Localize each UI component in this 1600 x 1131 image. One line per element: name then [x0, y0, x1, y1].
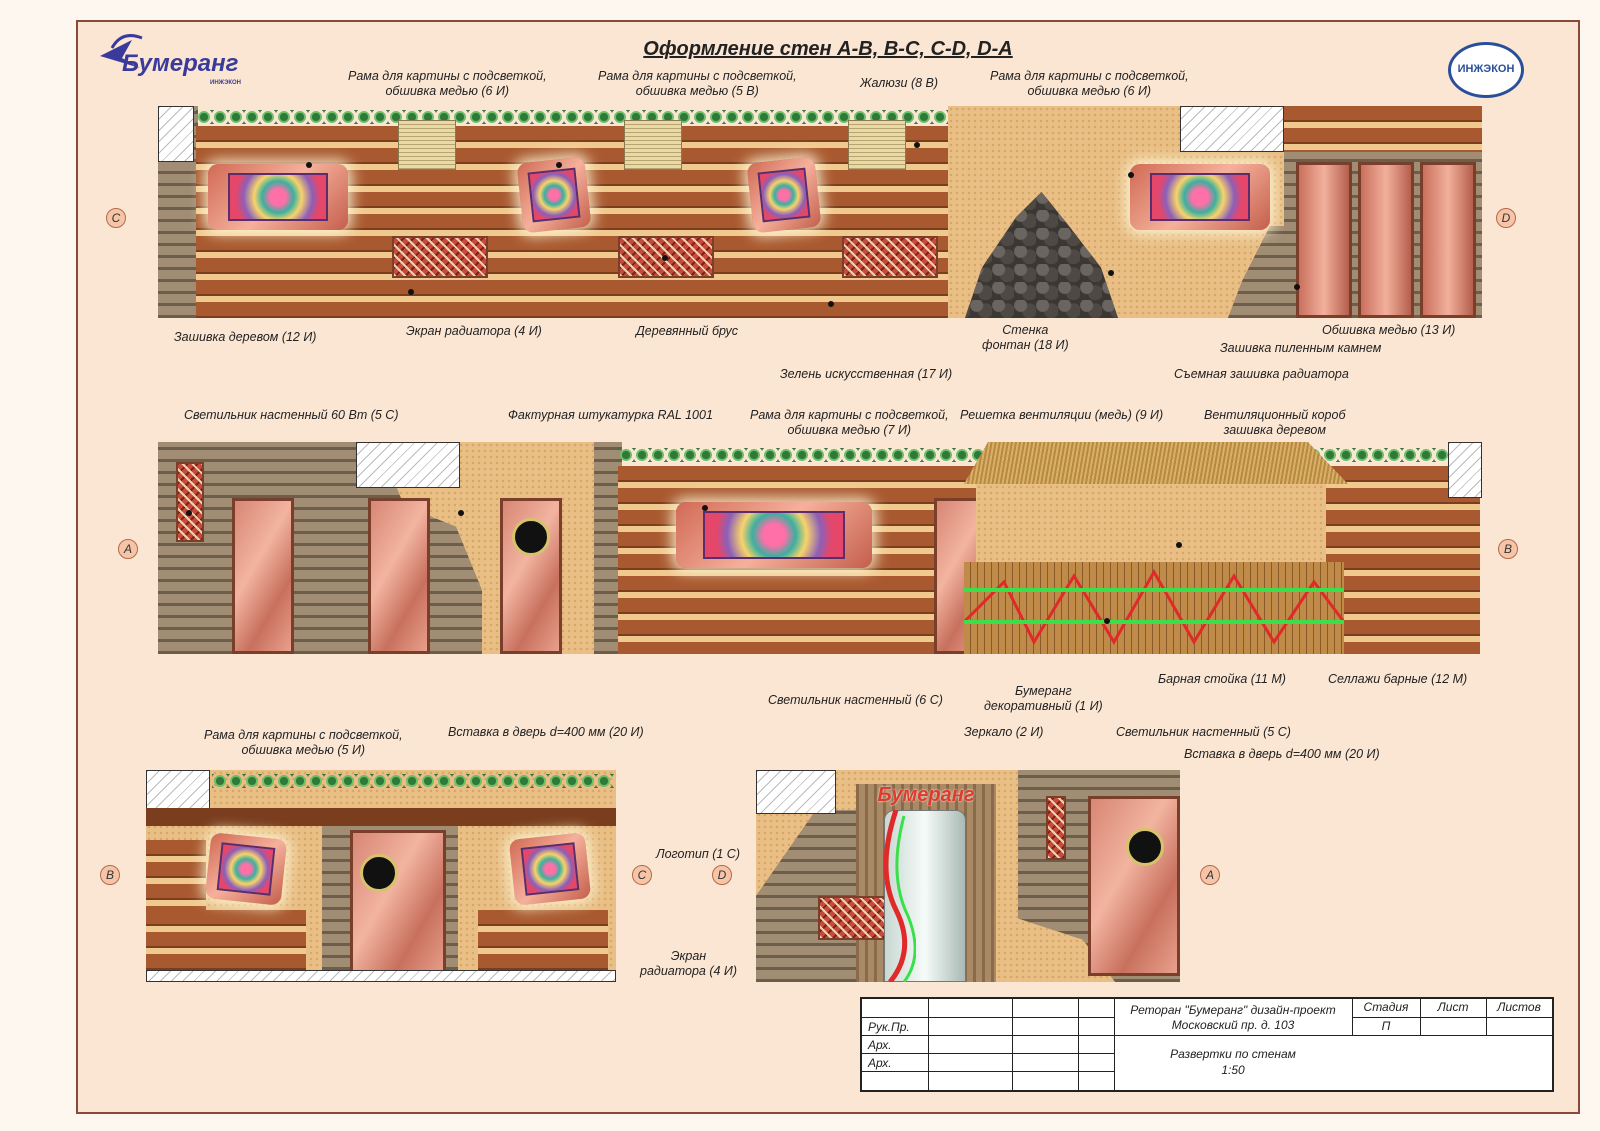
axis-d-row1: D	[1496, 208, 1516, 228]
label-lamp-5c: Светильник настенный (5 С)	[1116, 725, 1291, 739]
label-frame-6i-b: Рама для картины с подсветкой,обшивка ме…	[990, 69, 1189, 98]
label-bar-stools: Селлажи барные (12 М)	[1328, 672, 1468, 686]
label-bar-counter: Барная стойка (11 М)	[1158, 672, 1286, 686]
axis-a-row3: A	[1200, 865, 1220, 885]
tb-stage-value: П	[1381, 1019, 1391, 1033]
tb-address: Московский пр. д. 103	[1171, 1018, 1295, 1032]
label-frame-6i-a: Рама для картины с подсветкой,обшивка ме…	[348, 69, 547, 98]
logo-left-text: Бумеранг	[122, 50, 239, 77]
sign-boomerang: Бумеранг	[877, 784, 975, 806]
label-wood-beam: Деревянный брус	[636, 324, 739, 338]
tb-project: Реторан "Бумеранг" дизайн-проект	[1130, 1003, 1336, 1017]
tb-stage-header: Стадия	[1363, 1000, 1409, 1014]
label-door-insert-a: Вставка в дверь d=400 мм (20 И)	[1184, 747, 1380, 761]
label-vent-grille: Решетка вентиляции (медь) (9 И)	[960, 408, 1164, 422]
logo-right-text: ИНЖЭКОН	[1457, 63, 1515, 75]
label-radiator-cover: Съемная зашивка радиатора	[1174, 367, 1349, 381]
label-radiator-screen: Экран радиатора (4 И)	[406, 324, 542, 338]
page-title: Оформление стен А-В, В-С, С-D, D-A	[643, 38, 1013, 60]
label-greenery: Зелень искусственная (17 И)	[780, 367, 953, 381]
boomerang-logo: Бумеранг ИНЖЭКОН	[92, 28, 262, 88]
axis-c-row3: C	[632, 865, 652, 885]
label-frame-5i: Рама для картины с подсветкой,обшивка ме…	[204, 728, 403, 757]
label-plaster: Фактурная штукатурка RAL 1001	[508, 408, 713, 422]
label-wall-lamp-60: Светильник настенный 60 Вт (5 С)	[184, 408, 399, 422]
axis-a-row2: A	[118, 539, 138, 559]
logo-left-sub: ИНЖЭКОН	[210, 80, 241, 86]
elevation-d-a: Бумеранг	[756, 770, 1180, 982]
tb-row-0: Рук.Пр.	[868, 1020, 910, 1034]
axis-b-row3: B	[100, 865, 120, 885]
tb-sheets-header: Листов	[1497, 1000, 1541, 1014]
boomerang-decor-icon	[883, 810, 916, 982]
label-frame-5v: Рама для картины с подсветкой,обшивка ме…	[598, 69, 797, 98]
label-lamp-6c: Светильник настенный (6 С)	[768, 693, 943, 707]
inzhekon-logo: ИНЖЭКОН	[1448, 42, 1524, 98]
label-blinds: Жалюзи (8 В)	[860, 76, 939, 90]
elevation-b-c	[146, 770, 616, 982]
bar-counter-zigzag	[964, 568, 1344, 646]
elevation-a-b	[158, 442, 1482, 654]
boomerang-logo-icon	[100, 34, 143, 68]
tb-sheet-title: Развертки по стенам	[1170, 1047, 1296, 1061]
label-door-insert-b: Вставка в дверь d=400 мм (20 И)	[448, 725, 644, 739]
drawing-sheet: Бумеранг ИНЖЭКОН ИНЖЭКОН Оформление стен…	[76, 20, 1580, 1114]
tb-scale: 1:50	[1221, 1063, 1245, 1077]
label-stone-trim: Зашивка пиленным камнем	[1220, 341, 1382, 355]
label-logo-1c: Логотип (1 С)	[656, 847, 740, 861]
elevation-c-d	[158, 106, 1482, 318]
tb-row-1: Арх.	[868, 1038, 892, 1052]
axis-b-row2: B	[1498, 539, 1518, 559]
label-copper-trim: Обшивка медью (13 И)	[1322, 323, 1456, 337]
label-frame-7i: Рама для картины с подсветкой,обшивка ме…	[750, 408, 949, 437]
axis-c-row1: C	[106, 208, 126, 228]
tb-row-2: Арх.	[868, 1056, 892, 1070]
label-mirror: Зеркало (2 И)	[964, 725, 1044, 739]
tb-sheet-header: Лист	[1437, 1000, 1469, 1014]
label-wood-trim: Зашивка деревом (12 И)	[174, 330, 317, 344]
axis-d-row3: D	[712, 865, 732, 885]
title-block: Рук.Пр. Арх. Арх. Реторан "Бумеранг" диз…	[860, 997, 1554, 1092]
